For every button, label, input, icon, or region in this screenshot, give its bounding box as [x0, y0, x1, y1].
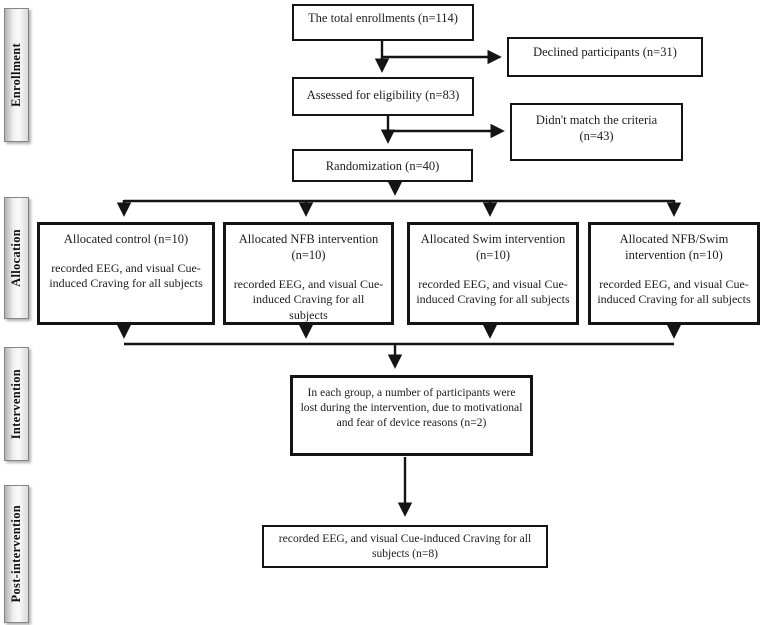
box-allocated-control: Allocated control (n=10) recorded EEG, a… [37, 222, 215, 325]
box-didnt-match-criteria-text: Didn't match the criteria (n=43) [535, 113, 658, 143]
box-randomization-text: Randomization (n=40) [325, 159, 440, 173]
box-declined-participants: Declined participants (n=31) [507, 37, 703, 77]
stage-label-intervention-text: Intervention [9, 368, 23, 440]
box-allocated-swim: Allocated Swim intervention (n=10) recor… [407, 222, 579, 325]
box-allocated-nfb-detail: recorded EEG, and visual Cue-induced Cra… [233, 277, 384, 322]
box-randomization: Randomization (n=40) [292, 149, 473, 182]
box-post-intervention-text: recorded EEG, and visual Cue-induced Cra… [278, 532, 532, 560]
stage-label-allocation: Allocation [4, 197, 29, 319]
arrow-allocation-merge [116, 324, 682, 369]
box-didnt-match-criteria: Didn't match the criteria (n=43) [510, 103, 683, 161]
arrow-assessed-to-randomization [380, 116, 505, 144]
box-post-intervention: recorded EEG, and visual Cue-induced Cra… [262, 525, 548, 568]
box-allocated-nfb: Allocated NFB intervention (n=10) record… [223, 222, 394, 325]
box-intervention-loss-text: In each group, a number of participants … [300, 386, 523, 429]
stage-label-post-intervention: Post-intervention [4, 485, 29, 623]
box-allocated-swim-title: Allocated Swim intervention (n=10) [420, 232, 566, 262]
box-total-enrollments-text: The total enrollments (n=114) [308, 11, 458, 25]
stage-label-intervention: Intervention [4, 347, 29, 461]
arrow-total-to-assessed [374, 41, 502, 73]
box-intervention-loss: In each group, a number of participants … [290, 375, 533, 456]
stage-label-allocation-text: Allocation [9, 229, 23, 287]
box-allocated-nfb-title: Allocated NFB intervention (n=10) [238, 232, 379, 262]
box-allocated-swim-detail: recorded EEG, and visual Cue-induced Cra… [416, 277, 570, 307]
box-allocated-nfb-swim-detail: recorded EEG, and visual Cue-induced Cra… [597, 277, 751, 307]
box-allocated-control-detail: recorded EEG, and visual Cue-induced Cra… [49, 261, 203, 291]
box-allocated-nfb-swim-title: Allocated NFB/Swim intervention (n=10) [619, 232, 729, 262]
stage-label-enrollment-text: Enrollment [9, 43, 23, 107]
box-assessed-eligibility: Assessed for eligibility (n=83) [292, 77, 474, 116]
stage-label-post-intervention-text: Post-intervention [9, 505, 23, 603]
box-total-enrollments: The total enrollments (n=114) [292, 4, 474, 41]
stage-label-enrollment: Enrollment [4, 8, 29, 142]
box-allocated-control-title: Allocated control (n=10) [63, 232, 189, 246]
box-declined-participants-text: Declined participants (n=31) [533, 45, 677, 59]
box-allocated-nfb-swim: Allocated NFB/Swim intervention (n=10) r… [588, 222, 760, 325]
box-assessed-eligibility-text: Assessed for eligibility (n=83) [306, 88, 460, 102]
arrow-randomization-split [116, 181, 682, 217]
